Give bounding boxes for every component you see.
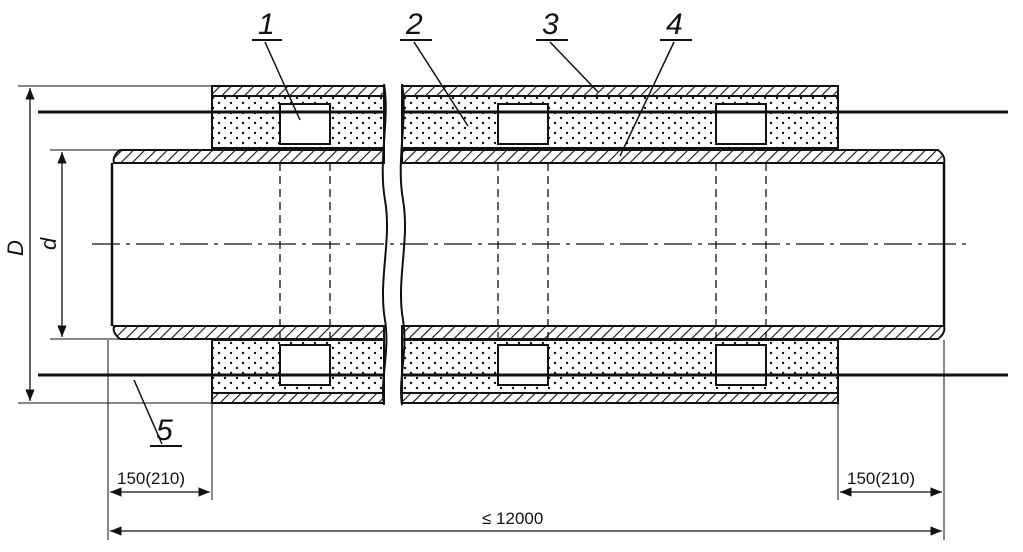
dimension-right-end: 150(210) bbox=[840, 469, 942, 497]
callout-2: 2 bbox=[400, 8, 469, 127]
callout-5: 5 bbox=[133, 379, 182, 447]
support-pad-hidden-lines bbox=[279, 163, 767, 345]
outer-diameter-label: D bbox=[3, 240, 28, 256]
dimension-inner-diameter: d bbox=[36, 149, 120, 340]
left-end-length-label: 150(210) bbox=[117, 469, 185, 488]
signal-wires bbox=[38, 110, 1008, 377]
total-length-label: ≤ 12000 bbox=[482, 509, 543, 528]
dimension-total-length: ≤ 12000 bbox=[110, 509, 942, 536]
callout-label-3: 3 bbox=[542, 8, 559, 41]
callout-1: 1 bbox=[252, 8, 301, 121]
inner-diameter-label: d bbox=[36, 237, 61, 250]
callout-label-2: 2 bbox=[405, 8, 423, 41]
steel-pipe bbox=[110, 149, 946, 340]
dimension-outer-diameter: D bbox=[3, 85, 212, 404]
callout-3: 3 bbox=[536, 8, 599, 93]
callout-4: 4 bbox=[619, 8, 692, 157]
callout-label-5: 5 bbox=[156, 414, 173, 447]
right-end-length-label: 150(210) bbox=[847, 469, 915, 488]
extension-lines bbox=[107, 340, 945, 540]
dimension-left-end: 150(210) bbox=[110, 469, 210, 497]
callout-label-1: 1 bbox=[258, 8, 275, 41]
break-lines bbox=[381, 83, 406, 406]
callout-label-4: 4 bbox=[666, 8, 683, 41]
